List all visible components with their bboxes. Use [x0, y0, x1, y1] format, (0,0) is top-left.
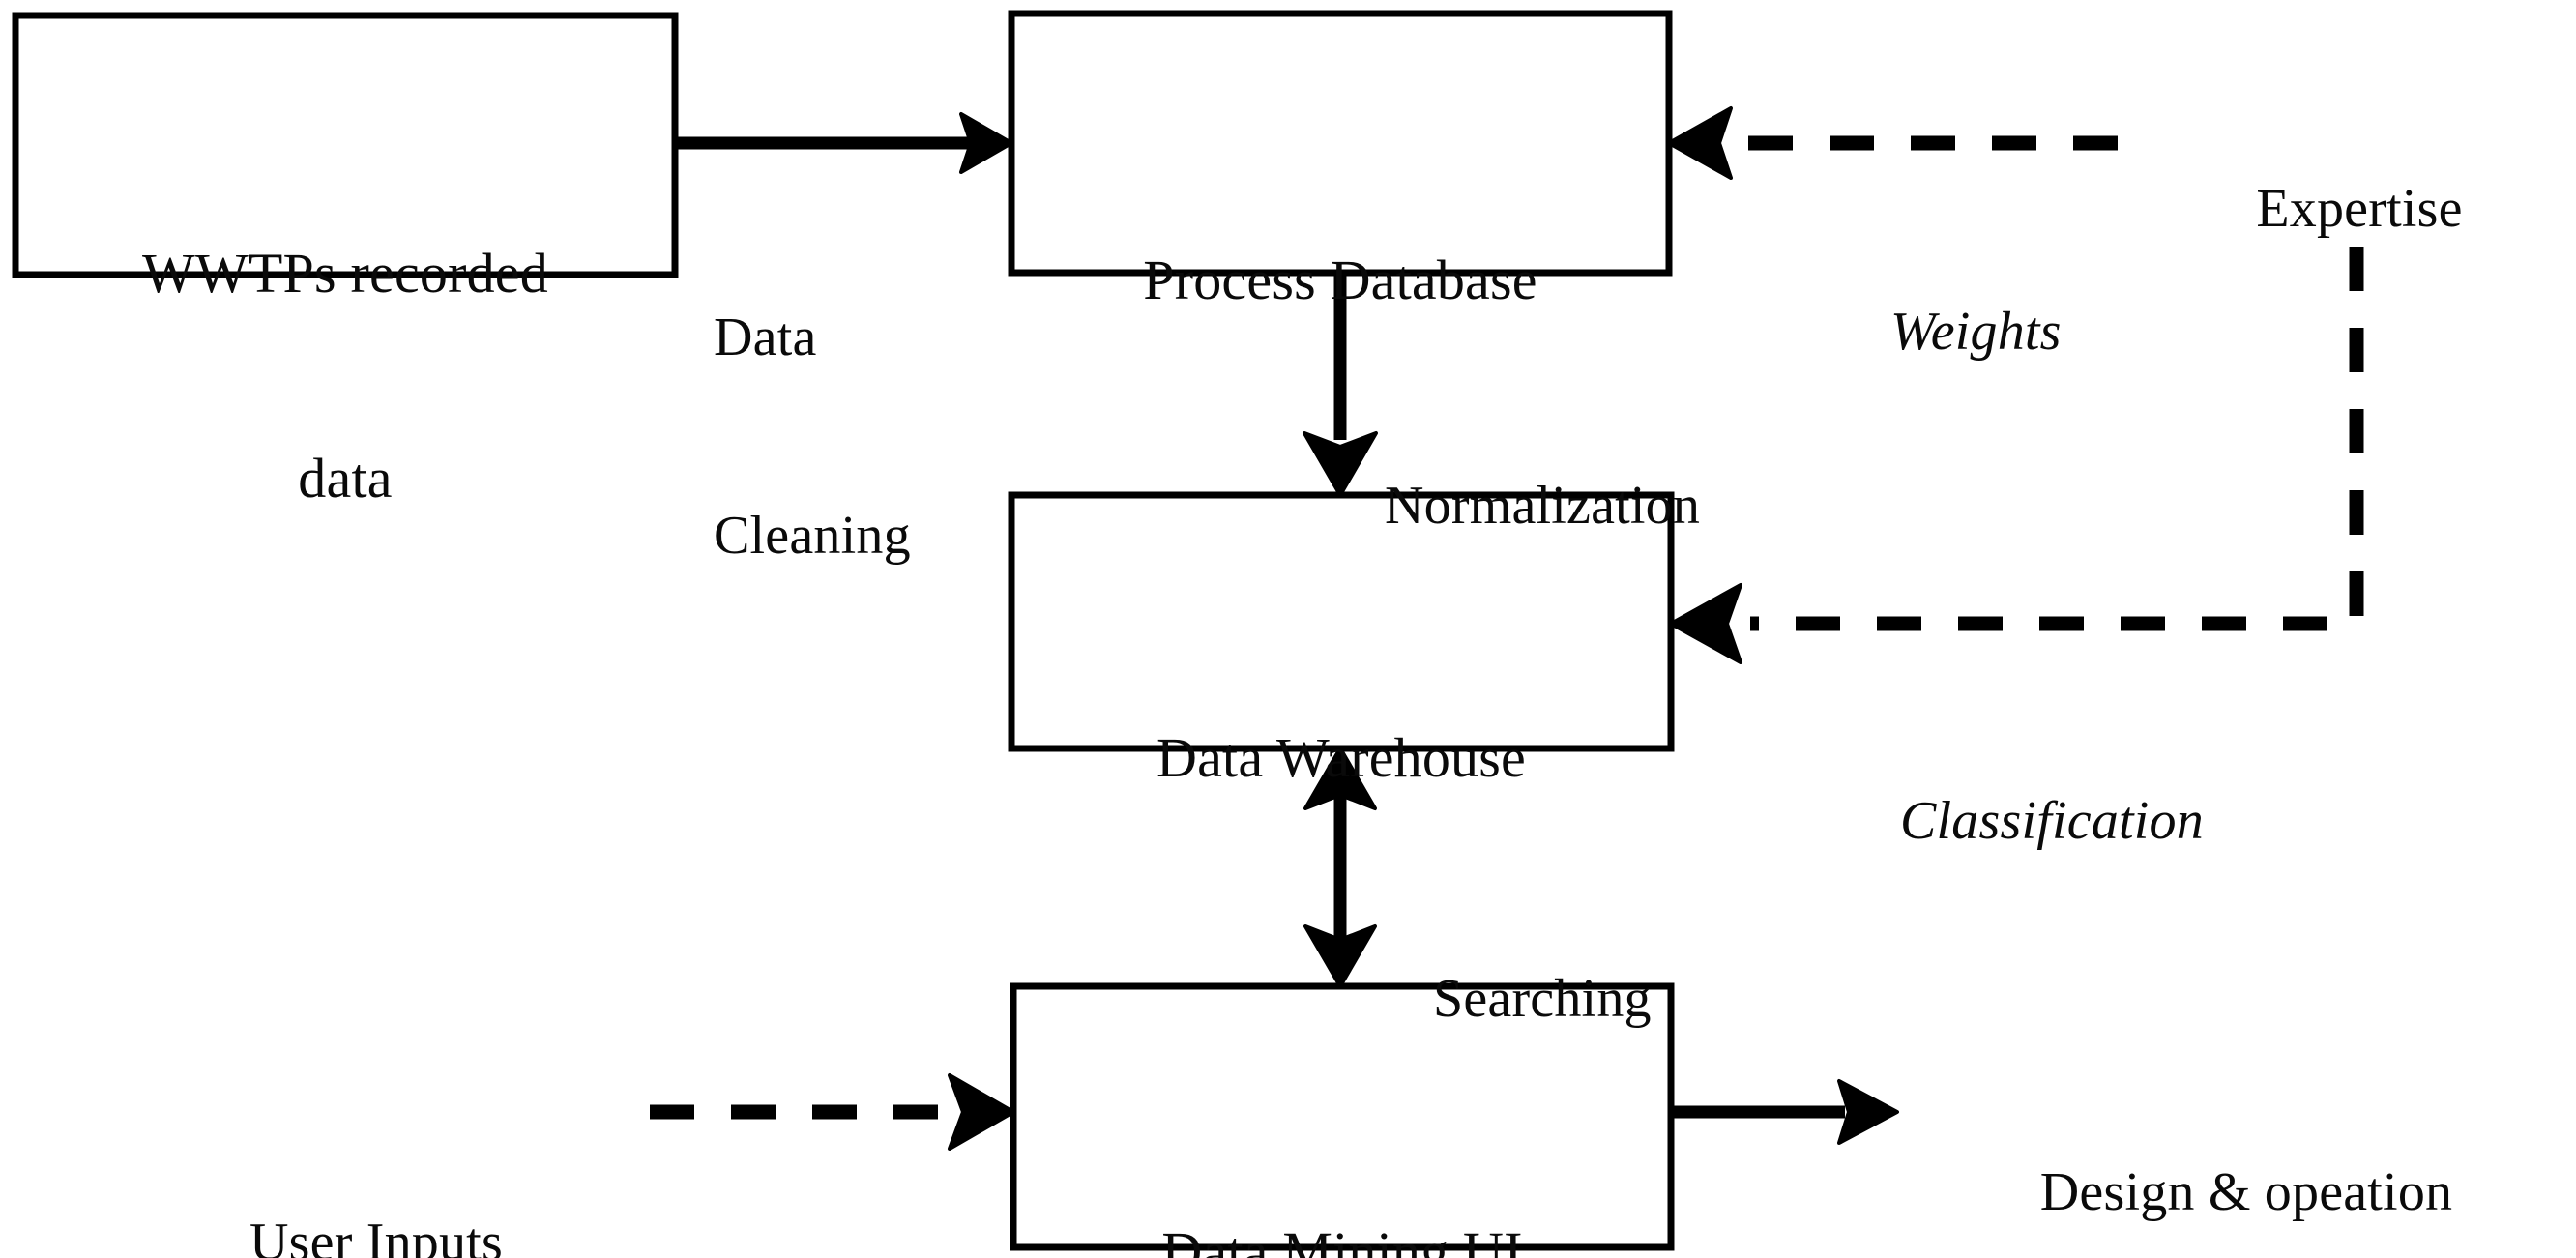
- edge-normalization: [1303, 273, 1378, 497]
- edge-label-classification: Classification: [1900, 790, 2204, 851]
- edge-data-cleaning: [675, 112, 1013, 174]
- arrowhead-right-icon: [948, 1073, 1015, 1151]
- edge-classification: [1669, 247, 2364, 664]
- node-label-process-database: Process Database: [1143, 248, 1537, 311]
- edge-label-weights: Weights: [1890, 301, 2062, 362]
- edge-label-normalization: Normalization: [1385, 475, 1701, 536]
- node-box-process-database[interactable]: [1008, 10, 1673, 277]
- label-expertise: Expertise: [2256, 178, 2463, 239]
- arrowhead-up-icon: [1303, 746, 1377, 810]
- arrowhead-right-icon: [959, 112, 1013, 174]
- edge-label-data-cleaning-line2: Cleaning: [714, 505, 911, 566]
- edge-label-searching: Searching: [1433, 968, 1652, 1029]
- node-label-wwtps-line2: data: [298, 446, 393, 510]
- edge-searching: [1303, 746, 1377, 988]
- arrowhead-down-icon: [1303, 924, 1377, 988]
- node-label-wwtps-line1: WWTPs recorded: [142, 241, 548, 305]
- node-label-data-warehouse: Data Warehouse: [1156, 725, 1526, 789]
- edge-label-data-cleaning-line1: Data: [714, 307, 817, 367]
- label-user-inputs: User Inputs: [249, 1212, 503, 1258]
- arrowhead-left-icon: [1667, 106, 1733, 180]
- arrowhead-down-icon: [1303, 431, 1378, 497]
- edge-user-inputs: [650, 1073, 1015, 1151]
- label-output-suggestion-line1: Design & opeation: [2039, 1161, 2453, 1222]
- arrowhead-left-icon: [1669, 583, 1742, 664]
- node-label-data-mining-ui: Data Mining UI: [1161, 1219, 1523, 1258]
- node-box-wwtps[interactable]: [12, 12, 679, 278]
- edge-weights: [1667, 106, 2118, 180]
- arrowhead-right-icon: [1837, 1079, 1899, 1145]
- edge-output: [1671, 1079, 1899, 1145]
